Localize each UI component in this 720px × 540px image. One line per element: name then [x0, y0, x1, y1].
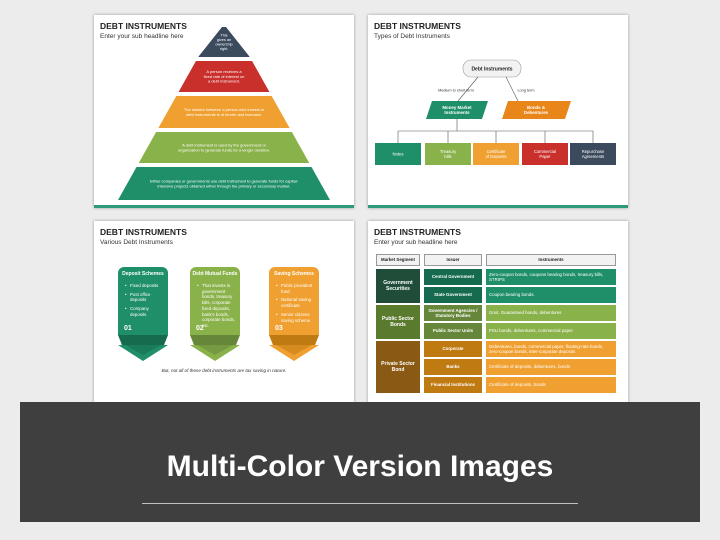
root-node-label: Debt Instruments [471, 66, 512, 72]
issuer-cell: State Government [424, 287, 482, 303]
card-item: Fixed deposits [125, 283, 165, 289]
pyramid-level-text: A debt instrument is used by the governm… [178, 143, 270, 153]
issuer-cell: Central Government [424, 269, 482, 285]
bonds-label: Bonds &Debentures [524, 105, 549, 115]
slide-subtitle: Enter your sub headline here [100, 33, 184, 40]
instrument-cell: Zero-coupon bonds, coupons bearing bonds… [486, 269, 616, 285]
card-item: Public provident fund [276, 283, 316, 294]
banner-divider [142, 503, 578, 504]
root-node [462, 59, 522, 78]
slide-subtitle: Various Debt Instruments [100, 239, 173, 246]
pyramid-level-5 [118, 167, 330, 200]
money-market-node [426, 101, 488, 119]
leaf-node [570, 143, 616, 165]
banner: Multi-Color Version Images [20, 402, 700, 522]
issuer-cell: Corporate [424, 341, 482, 357]
pyramid-level-1 [198, 27, 250, 57]
segment-cell: Government Securities [376, 269, 420, 303]
banner-title: Multi-Color Version Images [166, 450, 554, 483]
card-ribbon [118, 335, 168, 361]
card-item: Senior citizens saving scheme [276, 312, 316, 323]
card-heading: Debt Mutual Funds [192, 271, 238, 277]
slide-thumbnail-3[interactable]: DEBT INSTRUMENTS Various Debt Instrument… [94, 221, 354, 414]
edge-label-right: Long term [517, 88, 534, 92]
slide-thumbnail-4[interactable]: DEBT INSTRUMENTS Enter your sub headline… [368, 221, 628, 414]
instrument-cell: Certificate of deposits, bonds [486, 377, 616, 393]
card-item: National saving certificate [276, 297, 316, 308]
card-heading: Deposit Schemes [122, 271, 164, 277]
card-heading: Saving Schemes [274, 271, 314, 277]
card-number: 02 [196, 325, 204, 332]
issuer-cell: Public Sector Units [424, 323, 482, 339]
segment-cell: Public Sector Bonds [376, 305, 420, 339]
card-ribbon [269, 335, 319, 361]
pyramid-level-text: Either companies or governments use debt… [150, 179, 299, 189]
connector [457, 76, 519, 102]
card-item: Post office deposits [125, 292, 165, 303]
card-item: That invests in government bonds, treasu… [197, 283, 237, 329]
instrument-cell: Coupon bearing bonds. [486, 287, 616, 303]
slide-subtitle: Types of Debt Instruments [374, 33, 450, 40]
leaf-node [473, 143, 519, 165]
slide-thumbnail-1[interactable]: DEBT INSTRUMENTS Enter your sub headline… [94, 15, 354, 208]
instrument-cell: Debentures, bonds, commercial paper, flo… [486, 341, 616, 357]
instrument-cell: Govt. Guaranteed bonds, debentures [486, 305, 616, 321]
slide-title: DEBT INSTRUMENTS [374, 227, 461, 237]
instrument-card: Debt Mutual FundsThat invests in governm… [190, 267, 240, 335]
column-header: Issuer [424, 254, 482, 266]
card-item: Company deposits [125, 306, 165, 317]
segment-cell: Private Sector Bond [376, 341, 420, 393]
issuer-cell: Financial Institutions [424, 377, 482, 393]
instrument-cell: Certificate of deposits, debentures, bon… [486, 359, 616, 375]
leaf-node [425, 143, 471, 165]
pyramid-level-4 [138, 132, 310, 163]
edge-label-left: Medium to short term [438, 88, 474, 92]
instrument-cell: PSU bonds, debentures, commercial paper [486, 323, 616, 339]
instrument-card: Deposit SchemesFixed depositsPost office… [118, 267, 168, 335]
card-number: 03 [275, 325, 283, 332]
card-items: That invests in government bonds, treasu… [197, 283, 237, 332]
slide-title: DEBT INSTRUMENTS [100, 21, 187, 31]
card-ribbon [190, 335, 240, 361]
slide-subtitle: Enter your sub headline here [374, 239, 458, 246]
issuer-cell: Government Agencies / Statutory Bodies [424, 305, 482, 321]
pyramid-level-2 [178, 61, 270, 92]
footnote: But, not all of these debt instruments a… [161, 368, 287, 373]
instrument-card: Saving SchemesPublic provident fundNatio… [269, 267, 319, 335]
connector [398, 119, 593, 132]
column-header: Market Segment [376, 254, 420, 266]
leaf-node [522, 143, 568, 165]
pyramid-level-3 [158, 96, 290, 128]
pyramid-level-text: The relation between a person who invest… [184, 107, 264, 117]
leaf-node [375, 143, 421, 165]
bonds-node [502, 101, 571, 119]
leaf-node-label: Notes [393, 151, 404, 156]
slide-thumbnail-2[interactable]: DEBT INSTRUMENTS Types of Debt Instrumen… [368, 15, 628, 208]
slide-title: DEBT INSTRUMENTS [100, 227, 187, 237]
card-number: 01 [124, 325, 132, 332]
card-items: Fixed depositsPost office depositsCompan… [125, 283, 165, 321]
column-header: Instruments [486, 254, 616, 266]
slide-title: DEBT INSTRUMENTS [374, 21, 461, 31]
card-items: Public provident fundNational saving cer… [276, 283, 316, 326]
issuer-cell: Banks [424, 359, 482, 375]
